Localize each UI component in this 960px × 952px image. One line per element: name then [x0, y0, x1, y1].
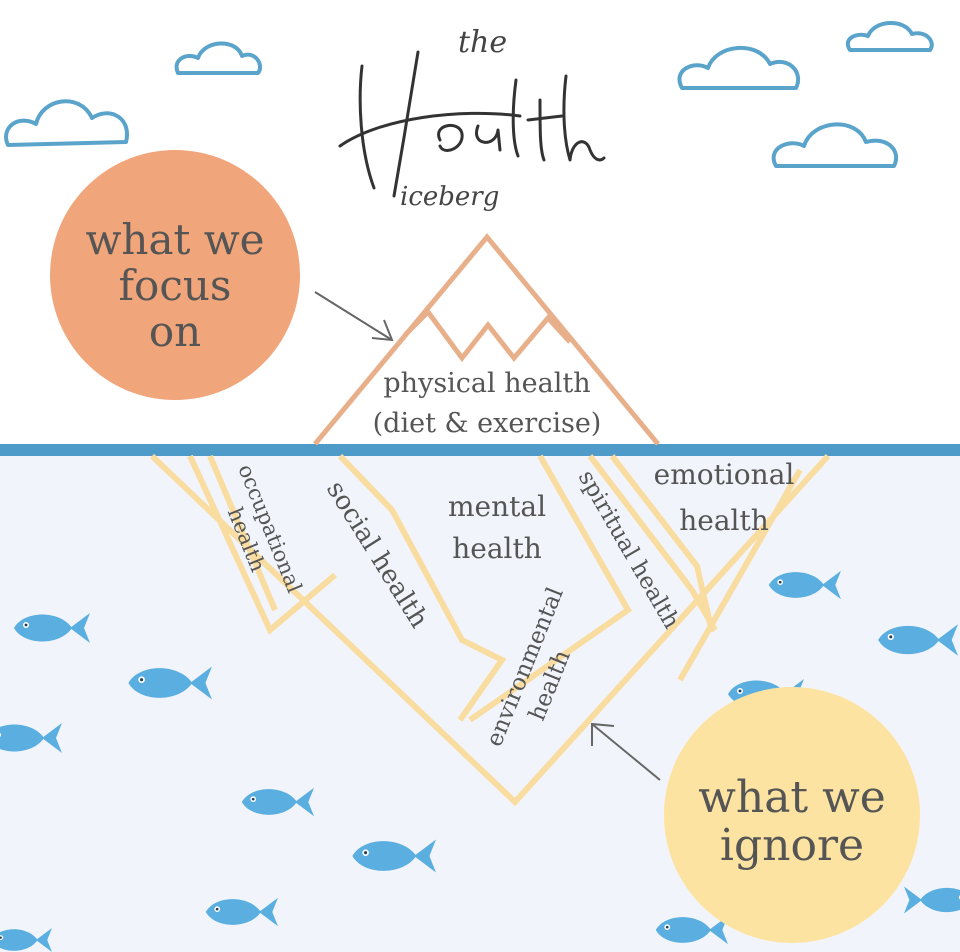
waterline — [0, 444, 960, 456]
physical-health-line-2: (diet & exercise) — [373, 408, 602, 439]
physical-health-line-1: physical health — [383, 368, 590, 399]
fish-icon — [205, 897, 278, 927]
iceberg-tip — [313, 233, 660, 446]
iceberg-underwater — [149, 453, 831, 807]
emotional-health-line-1: emotional — [654, 458, 795, 491]
fish-icon — [241, 787, 314, 817]
focus-circle-shape — [50, 150, 300, 400]
fish-icon — [0, 723, 62, 753]
title-main-script — [338, 50, 606, 198]
mental-health-line-1: mental — [448, 490, 546, 523]
cloud-icon — [771, 122, 898, 168]
fish-icon — [768, 570, 841, 600]
ignore-label-line-2: ignore — [720, 820, 864, 871]
emotional-health-line-2: health — [679, 504, 769, 537]
fish-icon — [878, 624, 958, 656]
cloud-icon — [677, 46, 800, 90]
fish-icon — [14, 613, 90, 643]
title-top: the — [458, 25, 507, 60]
fish-icon — [128, 666, 212, 700]
focus-arrow-icon — [314, 291, 394, 342]
focus-label-line-3: on — [149, 307, 201, 356]
mental-health-line-2: health — [452, 532, 542, 565]
focus-label-line-2: focus — [119, 261, 232, 310]
ignore-circle-shape — [664, 687, 920, 943]
focus-circle: what we focus on — [50, 150, 300, 400]
title-lettering: the iceberg — [338, 25, 606, 212]
ignore-circle: what we ignore — [664, 687, 920, 943]
cloud-icon — [4, 99, 129, 147]
ignore-label-line-1: what we — [698, 772, 886, 823]
cloud-icon — [846, 20, 934, 52]
focus-label-line-1: what we — [85, 215, 264, 264]
fish-icon — [352, 839, 436, 873]
title-bottom: iceberg — [400, 182, 499, 212]
fish-icon — [0, 928, 52, 952]
ignore-arrow-icon — [591, 722, 661, 781]
cloud-icon — [174, 41, 262, 75]
